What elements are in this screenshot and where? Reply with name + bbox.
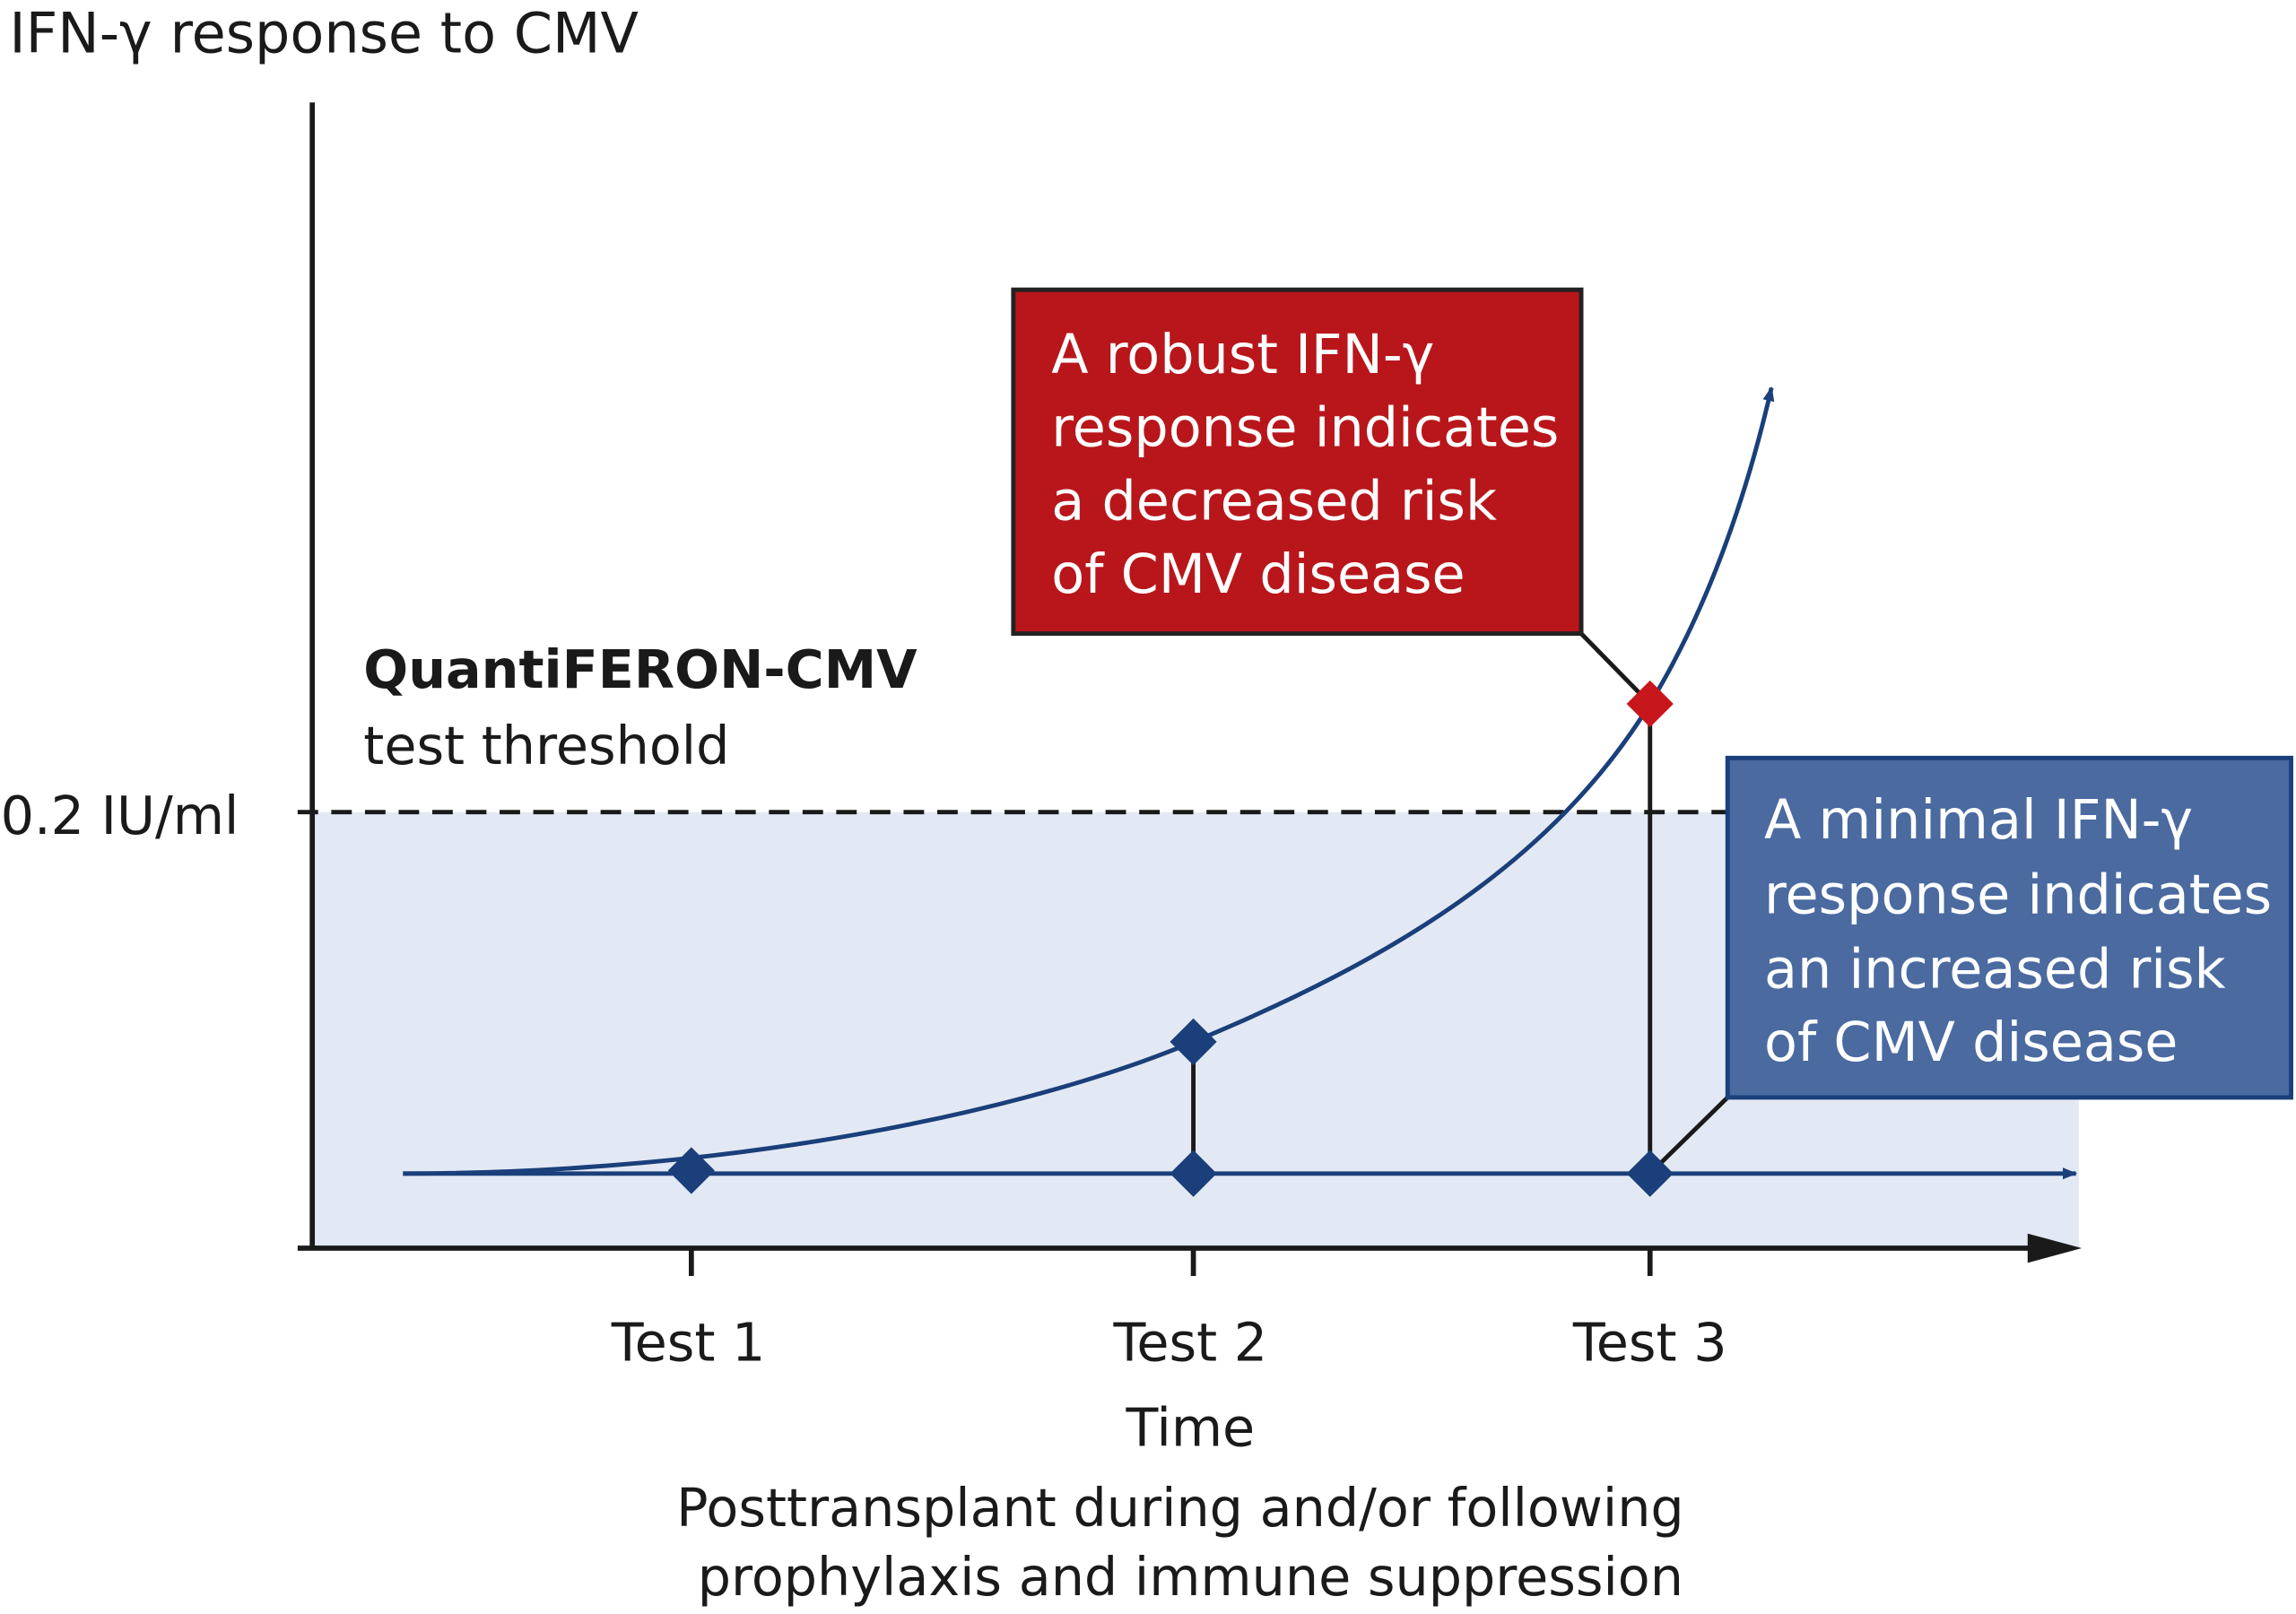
callout-robust-line: a decreased risk bbox=[1051, 470, 1497, 533]
x-axis-label: Time bbox=[1125, 1396, 1255, 1458]
callout-minimal-line: an increased risk bbox=[1764, 939, 2225, 1002]
threshold-value-label: 0.2 IU/ml bbox=[1, 785, 239, 846]
threshold-subtitle: test threshold bbox=[363, 715, 729, 777]
x-axis-arrow-icon bbox=[2027, 1233, 2083, 1263]
robust-response-curve bbox=[403, 386, 1775, 1176]
callout-minimal-line: A minimal IFN-γ bbox=[1764, 789, 2193, 852]
tick-label: Test 2 bbox=[1112, 1312, 1267, 1374]
callout-minimal-line: response indicates bbox=[1764, 863, 2272, 926]
diamond-marker-high bbox=[1626, 680, 1674, 728]
threshold-name: QuantiFERON-CMV bbox=[363, 638, 918, 700]
callout-robust-line: response indicates bbox=[1051, 397, 1559, 460]
tick-label: Test 1 bbox=[611, 1312, 766, 1374]
chart-title: IFN-γ response to CMV bbox=[9, 1, 639, 66]
callout-minimal-line: of CMV disease bbox=[1764, 1011, 2178, 1074]
x-axis-caption: prophylaxis and immune suppression bbox=[698, 1546, 1683, 1608]
callout-leader-minimal bbox=[1648, 1096, 1729, 1176]
callout-minimal: A minimal IFN-γ response indicates an in… bbox=[1725, 755, 2293, 1100]
callout-robust-line: A robust IFN-γ bbox=[1051, 324, 1434, 386]
callout-robust: A robust IFN-γ response indicates a decr… bbox=[1011, 287, 1584, 637]
tick-label: Test 3 bbox=[1572, 1312, 1727, 1374]
diamond-marker bbox=[667, 1147, 715, 1194]
x-axis-caption: Posttransplant during and/or following bbox=[676, 1477, 1684, 1539]
diamond-marker bbox=[1626, 1150, 1674, 1197]
callout-robust-line: of CMV disease bbox=[1051, 543, 1465, 606]
